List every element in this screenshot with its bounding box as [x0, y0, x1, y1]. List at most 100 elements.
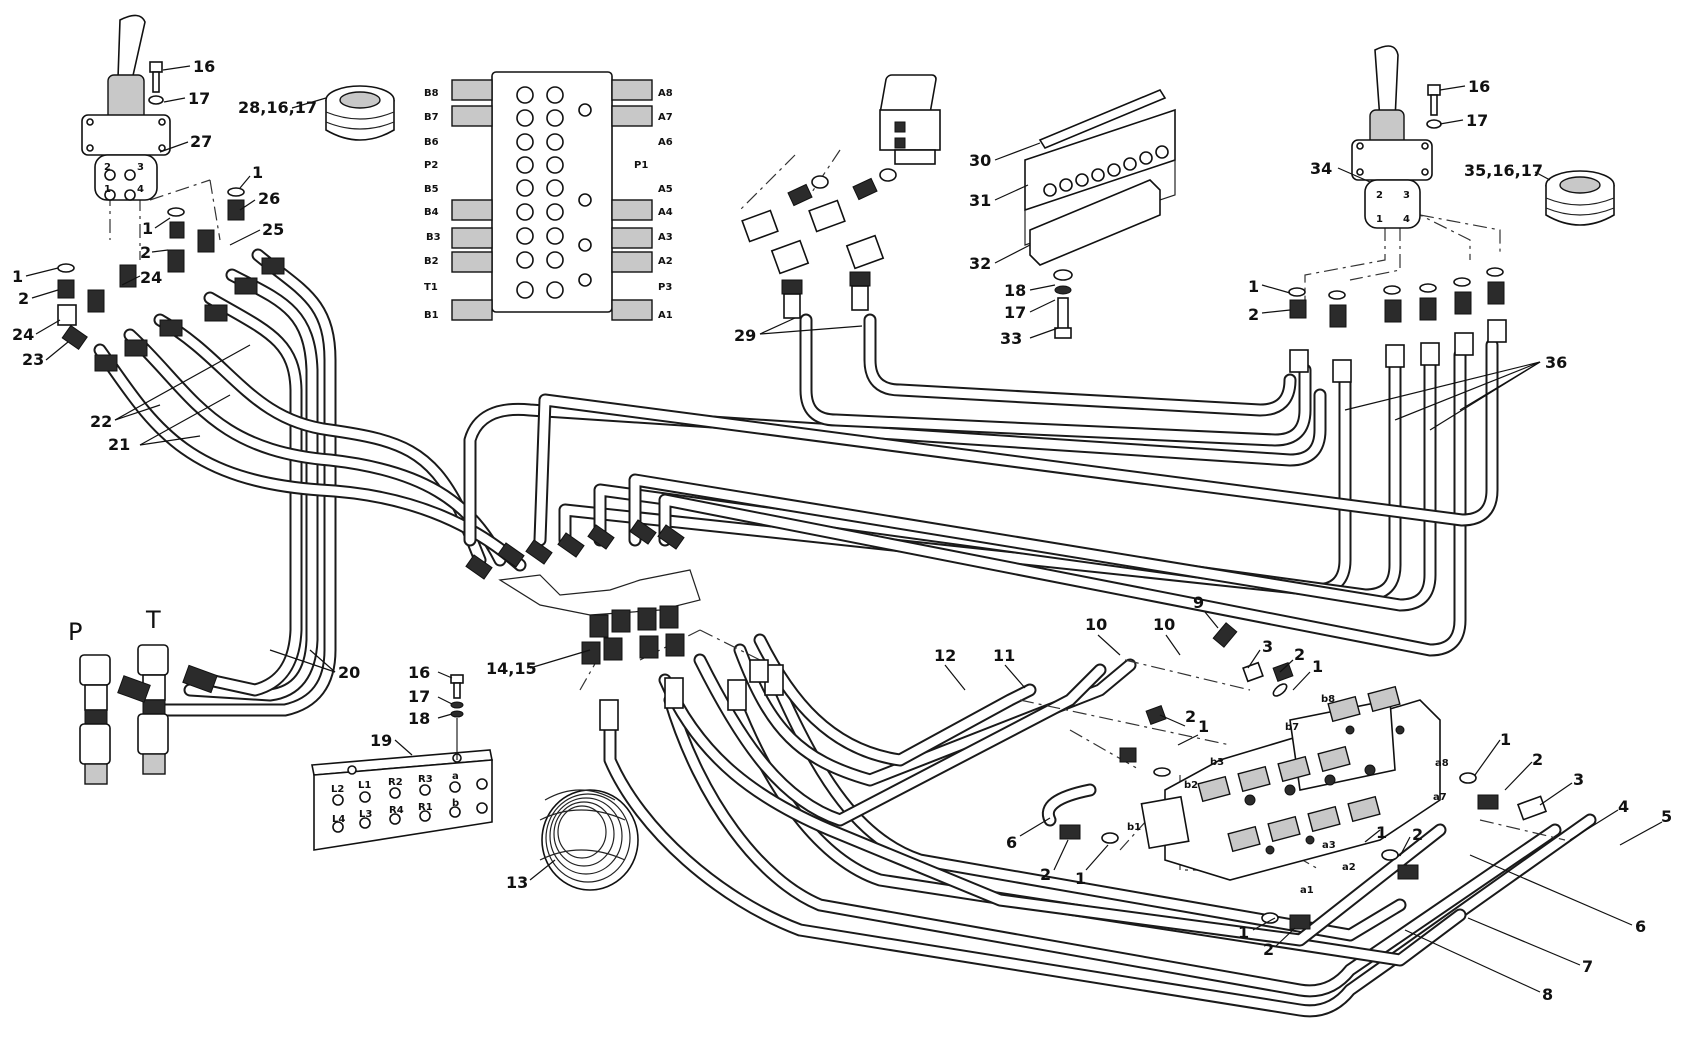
bracket-label-r1: R1	[418, 802, 433, 813]
valve-label-a7: a7	[1433, 792, 1447, 803]
callout-17-bracket19: 17	[408, 687, 430, 706]
port-b2: B2	[424, 256, 439, 267]
valve-label-b3: b3	[1210, 757, 1224, 768]
valve-label-a3: a3	[1322, 840, 1336, 851]
callout-21: 21	[108, 435, 130, 454]
port-b7: B7	[424, 112, 439, 123]
inlet-p: P	[68, 618, 82, 646]
callout-34: 34	[1310, 159, 1332, 178]
boot-35	[1545, 170, 1615, 226]
callout-1-right-mid: 1	[1500, 730, 1511, 749]
callout-28: 28,16,17	[238, 98, 317, 117]
callout-23: 23	[22, 350, 44, 369]
callout-32: 32	[969, 254, 991, 273]
valve-label-a1: a1	[1300, 885, 1314, 896]
bracket-label-r3: R3	[418, 774, 433, 785]
svg-text:3: 3	[1403, 190, 1410, 201]
callout-29: 29	[734, 326, 756, 345]
svg-text:2: 2	[104, 162, 111, 173]
svg-text:2: 2	[1376, 190, 1383, 201]
port-b6: B6	[424, 137, 439, 148]
callout-24-a: 24	[140, 268, 162, 287]
callout-36: 36	[1545, 353, 1567, 372]
left-joystick: 2 3 1 4	[81, 14, 171, 201]
port-b4: B4	[424, 207, 439, 218]
right-joystick: 2 3 1 4	[1351, 45, 1433, 229]
callout-16-bracket19: 16	[408, 663, 430, 682]
callout-25: 25	[262, 220, 284, 239]
callout-24-b: 24	[12, 325, 34, 344]
callout-27: 27	[190, 132, 212, 151]
callout-18-bracket: 18	[1004, 281, 1026, 300]
callout-16-right: 16	[1468, 77, 1490, 96]
callout-5: 5	[1661, 807, 1672, 826]
hose-group-pedal	[799, 313, 1312, 447]
callouts: 16 17 28,16,17 27 1 26 1 25 2 1 2 24 24 …	[12, 57, 1672, 1004]
valve-label-b2: b2	[1184, 780, 1198, 791]
valve-label-b8: b8	[1321, 694, 1335, 705]
port-t1: T1	[424, 282, 438, 293]
hose-coil-13	[539, 789, 639, 891]
svg-text:1: 1	[1376, 214, 1383, 225]
hose-group-left	[93, 248, 527, 717]
port-a1: A1	[658, 310, 673, 321]
callout-26: 26	[258, 189, 280, 208]
callout-19: 19	[370, 731, 392, 750]
callout-35: 35,16,17	[1464, 161, 1543, 180]
mount-bracket	[1024, 89, 1176, 339]
callout-8: 8	[1542, 985, 1553, 1004]
pedal-valve	[741, 74, 941, 319]
callout-2-bottom: 2	[1263, 940, 1274, 959]
valve-label-b7: b7	[1285, 722, 1299, 733]
valve-label-a2: a2	[1342, 862, 1356, 873]
boot-28	[325, 85, 395, 141]
port-a4: A4	[658, 207, 673, 218]
port-a3: A3	[658, 232, 673, 243]
junction-fittings	[465, 519, 784, 731]
svg-text:3: 3	[137, 162, 144, 173]
valve-port-labels: B8 B7 B6 P2 B5 B4 B3 B2 T1 B1 A8 A7 A6 P…	[424, 88, 673, 321]
port-b3: B3	[426, 232, 441, 243]
callout-2-lower: 2	[1412, 825, 1423, 844]
svg-text:4: 4	[137, 184, 144, 195]
callout-3-right: 3	[1573, 770, 1584, 789]
callout-1-right: 1	[1248, 277, 1259, 296]
callout-1-lower: 1	[1376, 823, 1387, 842]
callout-4: 4	[1618, 797, 1629, 816]
valve-label-b1: b1	[1127, 822, 1141, 833]
port-b1: B1	[424, 310, 439, 321]
inlet-t: T	[145, 606, 161, 634]
port-p1: P1	[634, 160, 648, 171]
callout-17-right: 17	[1466, 111, 1488, 130]
callout-6-left: 6	[1006, 833, 1017, 852]
left-fittings	[57, 187, 285, 372]
callout-30: 30	[969, 151, 991, 170]
hose-group-lower	[603, 633, 1597, 1018]
bracket-label-r2: R2	[388, 777, 403, 788]
callout-1-mid: 1	[1198, 717, 1209, 736]
callout-2-mid: 2	[1185, 707, 1196, 726]
bracket-label-l4: L4	[332, 814, 345, 825]
callout-10-a: 10	[1085, 615, 1107, 634]
svg-text:1: 1	[104, 184, 111, 195]
control-valve-block	[451, 71, 653, 321]
bolt-16-right	[1426, 84, 1442, 129]
callout-2-top: 2	[1294, 645, 1305, 664]
callout-2-right-mid: 2	[1532, 750, 1543, 769]
bracket-label-l1: L1	[358, 780, 371, 791]
bracket-label-r4: R4	[389, 805, 404, 816]
callout-9: 9	[1193, 593, 1204, 612]
callout-13: 13	[506, 873, 528, 892]
callout-16-left: 16	[193, 57, 215, 76]
callout-22: 22	[90, 412, 112, 431]
callout-33: 33	[1000, 329, 1022, 348]
callout-17-left: 17	[188, 89, 210, 108]
bolt-16-left	[148, 61, 164, 105]
svg-text:4: 4	[1403, 214, 1410, 225]
hose-group-right-joystick	[463, 338, 1499, 657]
right-fittings	[1288, 267, 1507, 383]
port-p2: P2	[424, 160, 438, 171]
callout-14-15: 14,15	[486, 659, 537, 678]
port-p3: P3	[658, 282, 672, 293]
valve-label-a8: a8	[1435, 758, 1449, 769]
